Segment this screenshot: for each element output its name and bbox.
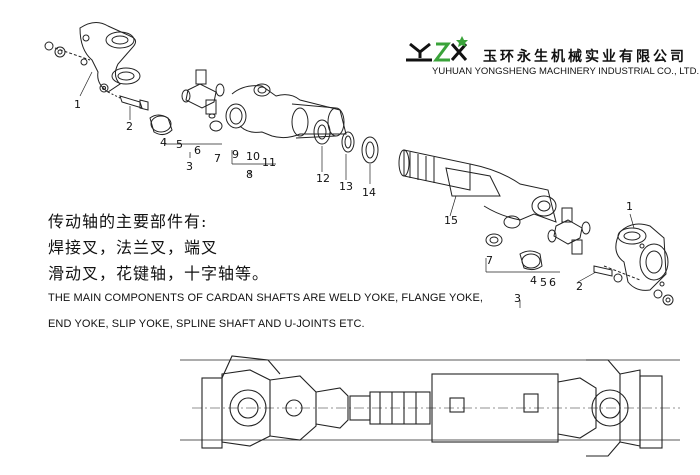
description-cn-line-1: 传动轴的主要部件有:	[48, 212, 208, 231]
callout-right-4: 4	[530, 274, 537, 287]
callout-11: 11	[262, 156, 276, 169]
callout-right-1: 1	[626, 200, 633, 213]
callout-4: 4	[160, 136, 167, 149]
callout-13: 13	[339, 180, 353, 193]
callout-14: 14	[362, 186, 376, 199]
leader-lines	[79, 71, 635, 308]
company-name-en: YUHUAN YONGSHENG MACHINERY INDUSTRIAL CO…	[432, 66, 700, 77]
assembled-shaft	[180, 355, 680, 457]
bolt-left	[107, 91, 149, 111]
callout-7: 7	[214, 152, 221, 165]
callout-10: 10	[246, 150, 260, 163]
flange-yoke-left	[44, 22, 141, 93]
description-cn-line-2: 焊接叉，法兰叉，端叉	[48, 238, 219, 257]
callout-1: 1	[74, 98, 81, 111]
slip-yoke	[225, 83, 347, 139]
description-cn-line-3: 滑动叉，花键轴，十字轴等。	[48, 264, 270, 283]
u-joint-left	[149, 69, 225, 136]
company-logo	[406, 36, 468, 62]
description-en-line-2: END YOKE, SLIP YOKE, SPLINE SHAFT AND U-…	[48, 318, 365, 330]
spline-shaft	[398, 149, 557, 229]
callout-8: 8	[246, 168, 253, 181]
seal-rings	[313, 119, 379, 164]
callout-5: 5	[176, 138, 183, 151]
callout-12: 12	[316, 172, 330, 185]
callout-right-6: 6	[549, 276, 556, 289]
company-name-cn: 玉环永生机械实业有限公司	[483, 49, 687, 65]
callout-15: 15	[444, 214, 458, 227]
description-en-line-1: THE MAIN COMPONENTS OF CARDAN SHAFTS ARE…	[48, 292, 484, 304]
callout-9: 9	[232, 148, 239, 161]
callout-6: 6	[194, 144, 201, 157]
callout-2: 2	[126, 120, 133, 133]
callout-right-5: 5	[540, 276, 547, 289]
callout-right-3: 3	[514, 292, 521, 305]
u-joint-right	[485, 207, 591, 271]
flange-yoke-right	[593, 223, 674, 306]
callout-right-7: 7	[486, 254, 493, 267]
callout-3: 3	[186, 160, 193, 173]
callout-right-2: 2	[576, 280, 583, 293]
